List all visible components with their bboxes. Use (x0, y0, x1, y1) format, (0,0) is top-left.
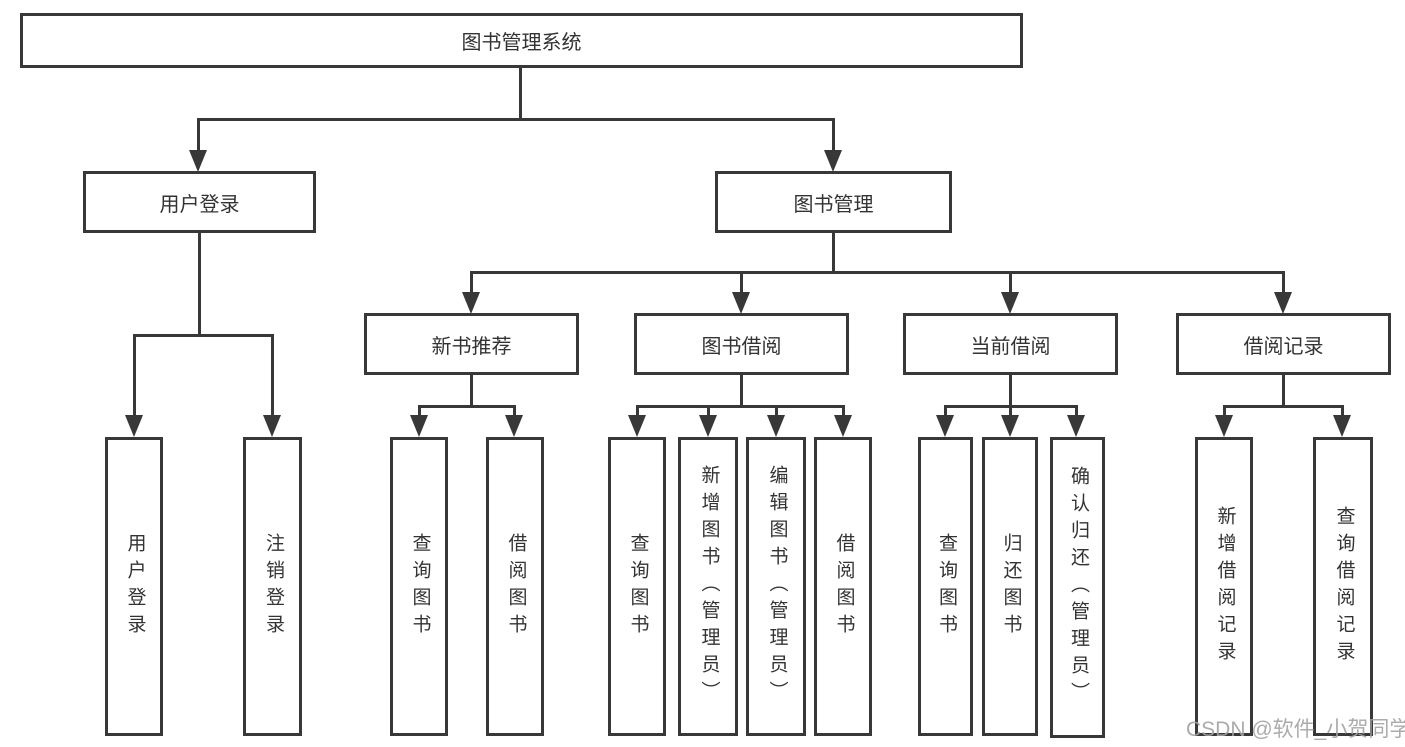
arrowhead-icon (462, 292, 480, 314)
arrowhead-icon (732, 292, 750, 314)
leaf-add-books-admin: 新增图书（管理员） (678, 437, 738, 736)
connector-line (1223, 405, 1226, 417)
watermark: CSDN @软件_小贺同学 (1186, 718, 1405, 741)
leaf-query-books: 查询图书 (608, 437, 666, 736)
arrowhead-icon (125, 415, 143, 437)
leaf-query-books-label: 查询图书 (935, 532, 957, 641)
arrowhead-icon (1274, 292, 1292, 314)
leaf-return-books-label: 归还图书 (1000, 532, 1022, 641)
leaf-query-borrow-record: 查询借阅记录 (1313, 437, 1373, 736)
node-new-book-recommend: 新书推荐 (364, 313, 579, 375)
connector-line (944, 405, 947, 417)
node-root: 图书管理系统 (20, 13, 1023, 68)
leaf-borrow-books-label: 借阅图书 (505, 532, 527, 641)
leaf-query-books: 查询图书 (390, 437, 448, 736)
connector-line (775, 405, 778, 417)
arrowhead-icon (628, 415, 646, 437)
leaf-user-login: 用户登录 (105, 437, 163, 736)
leaf-add-borrow-record: 新增借阅记录 (1195, 437, 1253, 736)
connector-line (636, 405, 844, 408)
connector-line (1009, 375, 1012, 407)
leaf-logout-label: 注销登录 (262, 532, 284, 641)
leaf-edit-books-admin: 编辑图书（管理员） (746, 437, 806, 736)
connector-line (740, 271, 743, 294)
node-root-label: 图书管理系统 (461, 32, 582, 54)
leaf-return-books: 归还图书 (982, 437, 1038, 736)
leaf-user-login-label: 用户登录 (124, 532, 146, 641)
connector-line (1282, 375, 1285, 407)
connector-line (832, 233, 835, 274)
leaf-logout: 注销登录 (243, 437, 302, 736)
connector-line (133, 334, 136, 416)
leaf-borrow-books: 借阅图书 (814, 437, 872, 736)
connector-line (842, 405, 845, 417)
arrowhead-icon (1001, 292, 1019, 314)
connector-line (832, 118, 835, 152)
connector-line (707, 405, 710, 417)
connector-line (470, 271, 1284, 274)
node-new-book-recommend-label: 新书推荐 (431, 335, 512, 358)
connector-line (519, 68, 522, 120)
leaf-query-books-label: 查询图书 (409, 532, 431, 641)
node-borrow-records: 借阅记录 (1176, 313, 1391, 375)
arrowhead-icon (263, 415, 281, 437)
leaf-confirm-return-admin: 确认归还（管理员） (1050, 437, 1105, 738)
leaf-borrow-books: 借阅图书 (486, 437, 544, 736)
leaf-add-books-admin-label: 新增图书（管理员） (698, 465, 720, 708)
connector-line (271, 334, 274, 416)
connector-line (197, 118, 835, 121)
connector-line (1341, 405, 1344, 417)
connector-line (198, 233, 201, 336)
leaf-borrow-books-label: 借阅图书 (833, 532, 855, 641)
node-borrow-records-label: 借阅记录 (1243, 335, 1324, 358)
arrowhead-icon (1215, 415, 1233, 437)
leaf-query-books-label: 查询图书 (627, 532, 649, 641)
connector-line (1075, 405, 1078, 417)
node-user-login-label: 用户登录 (159, 193, 240, 216)
connector-line (1223, 405, 1344, 408)
leaf-add-borrow-record-label: 新增借阅记录 (1214, 505, 1236, 668)
arrowhead-icon (189, 150, 207, 172)
connector-line (1009, 271, 1012, 294)
arrowhead-icon (767, 415, 785, 437)
arrowhead-icon (410, 415, 428, 437)
node-book-management: 图书管理 (715, 171, 952, 233)
leaf-edit-books-admin-label: 编辑图书（管理员） (766, 465, 788, 708)
connector-line (197, 118, 200, 152)
arrowhead-icon (834, 415, 852, 437)
leaf-query-borrow-record-label: 查询借阅记录 (1333, 505, 1355, 668)
leaf-confirm-return-admin-label: 确认归还（管理员） (1067, 466, 1089, 709)
connector-line (1009, 405, 1012, 417)
arrowhead-icon (505, 415, 523, 437)
node-user-login: 用户登录 (83, 171, 316, 233)
arrowhead-icon (1001, 415, 1019, 437)
node-current-borrow: 当前借阅 (903, 313, 1118, 375)
connector-line (470, 375, 473, 407)
arrowhead-icon (1067, 415, 1085, 437)
connector-line (418, 405, 421, 417)
connector-line (133, 334, 274, 337)
connector-line (470, 271, 473, 294)
leaf-query-books: 查询图书 (918, 437, 973, 736)
arrowhead-icon (699, 415, 717, 437)
arrowhead-icon (936, 415, 954, 437)
arrowhead-icon (824, 150, 842, 172)
connector-line (636, 405, 639, 417)
node-book-management-label: 图书管理 (793, 193, 874, 216)
connector-line (740, 375, 743, 407)
arrowhead-icon (1333, 415, 1351, 437)
node-book-borrow: 图书借阅 (634, 313, 849, 375)
node-current-borrow-label: 当前借阅 (970, 335, 1051, 358)
connector-line (1282, 271, 1285, 294)
connector-line (418, 405, 516, 408)
connector-line (513, 405, 516, 417)
node-book-borrow-label: 图书借阅 (701, 335, 782, 358)
